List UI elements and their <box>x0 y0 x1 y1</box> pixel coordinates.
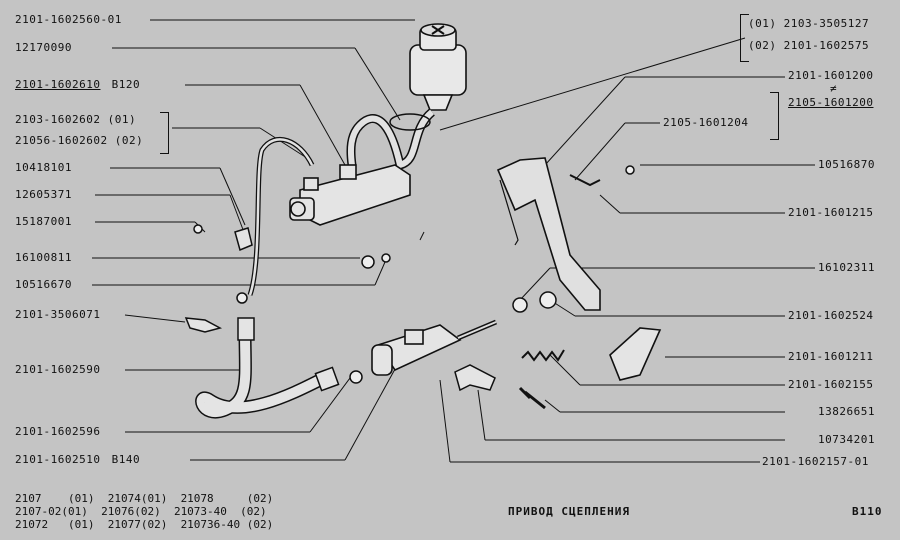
label-length-code: B140 <box>111 453 141 466</box>
label-2101-1602155: 2101-1602155 <box>788 378 874 391</box>
label-2101-1601215: 2101-1601215 <box>788 206 874 219</box>
model-applicability-row2: 2107-02(01) 21076(02) 21073-40 (02) <box>15 505 267 518</box>
label-10418101: 10418101 <box>15 161 72 174</box>
label-2101-1602575: (02) 2101-1602575 <box>748 39 870 52</box>
not-equal-mark: ≠ <box>830 82 838 95</box>
label-part-number: 2101-1602610 <box>15 78 101 91</box>
label-10734201: 10734201 <box>818 433 875 446</box>
label-2101-1602157-01: 2101-1602157-01 <box>762 455 869 468</box>
label-12605371: 12605371 <box>15 188 72 201</box>
bracket-right-mid <box>770 92 779 140</box>
label-2101-1602510: 2101-1602510 B140 <box>15 454 140 466</box>
page-code: B110 <box>852 505 883 518</box>
label-10516670: 10516670 <box>15 278 72 291</box>
label-16102311: 16102311 <box>818 261 875 274</box>
label-length-code: B120 <box>111 78 141 91</box>
label-part-number: 2101-1602510 <box>15 453 101 466</box>
model-applicability-row1: 2107 (01) 21074(01) 21078 (02) <box>15 492 274 505</box>
label-2101-1602524: 2101-1602524 <box>788 309 874 322</box>
label-2101-1602610: 2101-1602610 B120 <box>15 79 140 91</box>
label-2105-1601200: 2105-1601200 <box>788 96 874 109</box>
label-2101-1602560-01: 2101-1602560-01 <box>15 13 122 26</box>
model-applicability-row3: 21072 (01) 21077(02) 210736-40 (02) <box>15 518 274 531</box>
label-16100811: 16100811 <box>15 251 72 264</box>
label-21056-1602602: 21056-1602602 (02) <box>15 134 144 147</box>
label-2103-1602602: 2103-1602602 (01) <box>15 113 137 126</box>
bracket-right-top <box>740 14 749 62</box>
label-10516870: 10516870 <box>818 158 875 171</box>
diagram-title: ПРИВОД СЦЕПЛЕНИЯ <box>508 505 630 518</box>
label-2105-1601204: 2105-1601204 <box>663 116 749 129</box>
label-12170090: 12170090 <box>15 41 72 54</box>
label-2101-3506071: 2101-3506071 <box>15 308 101 321</box>
label-15187001: 15187001 <box>15 215 72 228</box>
label-13826651: 13826651 <box>818 405 875 418</box>
label-2103-3505127: (01) 2103-3505127 <box>748 17 870 30</box>
label-2101-1601211: 2101-1601211 <box>788 350 874 363</box>
bracket-left <box>160 112 169 154</box>
label-2101-1602590: 2101-1602590 <box>15 363 101 376</box>
label-2101-1602596: 2101-1602596 <box>15 425 101 438</box>
label-2101-1601200: 2101-1601200 <box>788 69 874 82</box>
